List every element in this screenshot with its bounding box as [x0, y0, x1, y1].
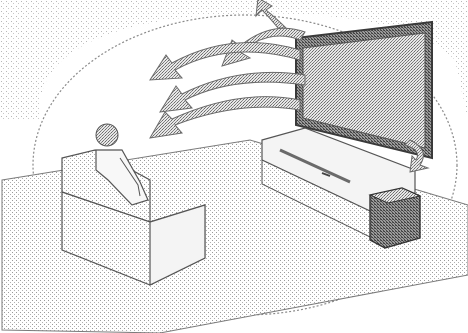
subwoofer-icon	[370, 188, 420, 248]
